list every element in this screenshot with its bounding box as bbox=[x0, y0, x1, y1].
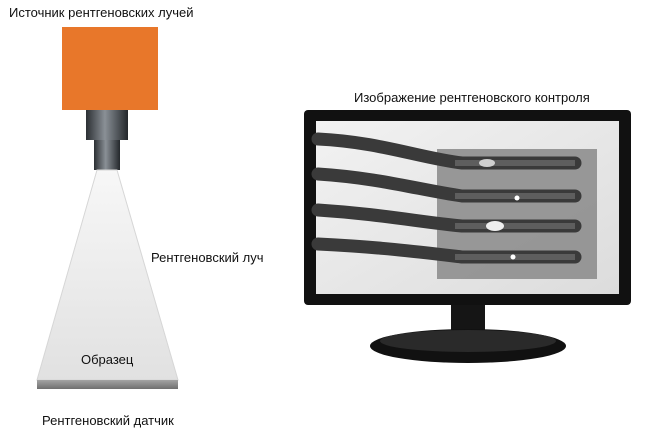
xray-source-label: Источник рентгеновских лучей bbox=[9, 5, 194, 20]
connector-bright-spot bbox=[479, 159, 495, 167]
sample-label: Образец bbox=[81, 352, 134, 367]
connector-bright-spot bbox=[514, 195, 520, 201]
xray-detector-label: Рентгеновский датчик bbox=[42, 413, 174, 428]
xray-source-body bbox=[62, 27, 158, 110]
connector-bright-spot bbox=[486, 221, 504, 231]
monitor bbox=[304, 110, 631, 363]
xray-nozzle-upper bbox=[86, 110, 128, 140]
xray-beam-label: Рентгеновский луч bbox=[151, 250, 264, 265]
xray-detector-plate bbox=[37, 380, 178, 389]
connector-bright-spot bbox=[510, 254, 516, 260]
xray-image bbox=[311, 132, 597, 279]
xray-beam-cone bbox=[36, 169, 179, 381]
monitor-caption-label: Изображение рентгеновского контроля bbox=[354, 90, 590, 105]
xray-nozzle-lower bbox=[94, 140, 120, 170]
